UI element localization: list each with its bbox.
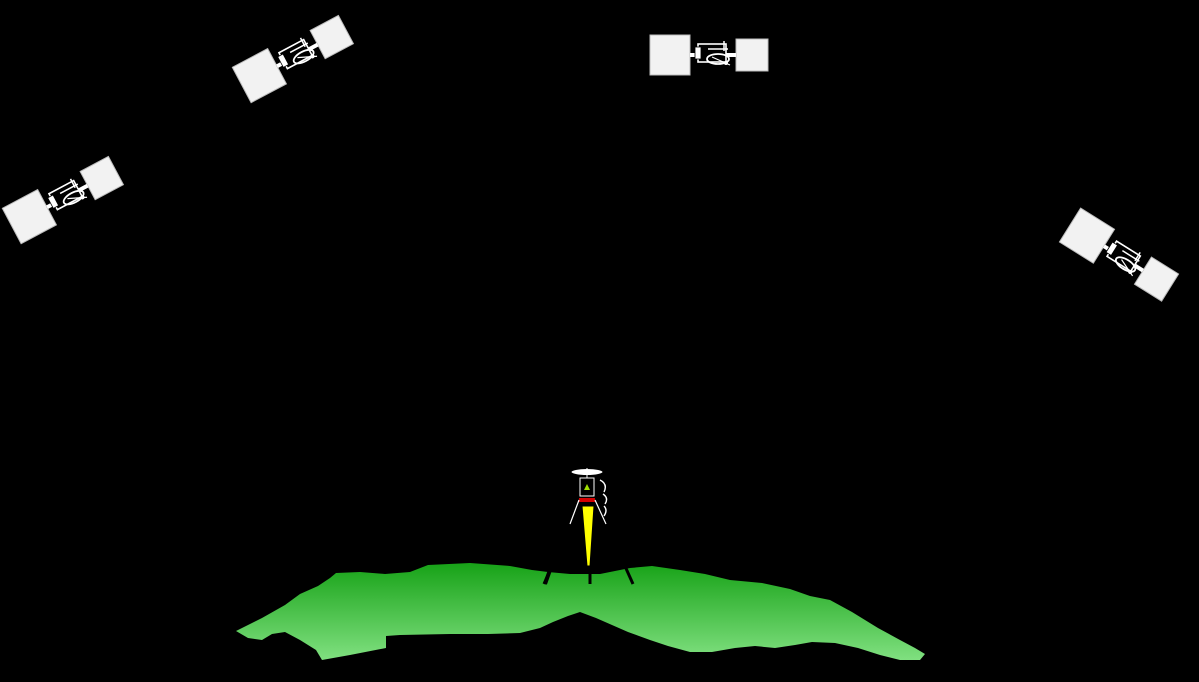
yellow-pole <box>582 506 594 566</box>
satellite-2 <box>232 12 355 103</box>
tripod-small-leg-left <box>570 500 579 524</box>
green-terrain-icon <box>236 563 925 660</box>
satellite-4 <box>1059 208 1180 304</box>
terrain <box>236 563 925 660</box>
gps-receiver <box>544 468 633 584</box>
satellite-1 <box>2 153 125 244</box>
satellite-icon <box>232 12 355 103</box>
tripod-small-leg-right <box>595 500 606 524</box>
red-marker <box>579 498 595 502</box>
satellite-icon <box>650 35 768 75</box>
satellite-icon <box>1059 208 1180 304</box>
satellite-3 <box>650 35 768 75</box>
satellite-icon <box>2 153 125 244</box>
